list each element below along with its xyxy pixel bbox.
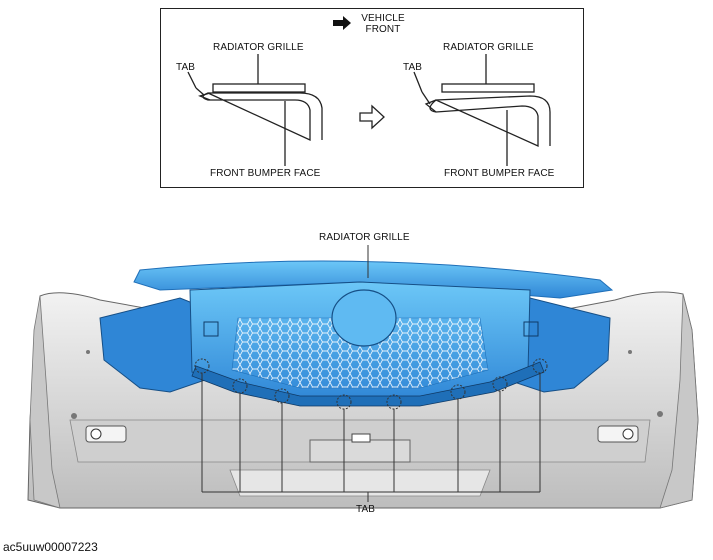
- inset-before-tab-label: TAB: [176, 62, 196, 73]
- document-id: ac5uuw00007223: [3, 540, 98, 554]
- radiator-grille: [99, 260, 614, 407]
- main-grille-label: RADIATOR GRILLE: [319, 232, 410, 243]
- transition-arrow-icon: [359, 104, 385, 130]
- inset-after-grille-label: RADIATOR GRILLE: [443, 42, 534, 53]
- inset-after-drawing: [413, 54, 551, 166]
- inset-before-grille-label: RADIATOR GRILLE: [213, 42, 304, 53]
- inset-after-tab-label: TAB: [403, 62, 423, 73]
- main-tab-label: TAB: [356, 504, 376, 515]
- inset-before-drawing: [187, 54, 323, 166]
- vehicle-front-arrow-icon: [333, 16, 351, 30]
- inset-before-bumper-label: FRONT BUMPER FACE: [210, 168, 321, 179]
- inset-after-bumper-label: FRONT BUMPER FACE: [444, 168, 555, 179]
- tab-callouts: [194, 358, 548, 502]
